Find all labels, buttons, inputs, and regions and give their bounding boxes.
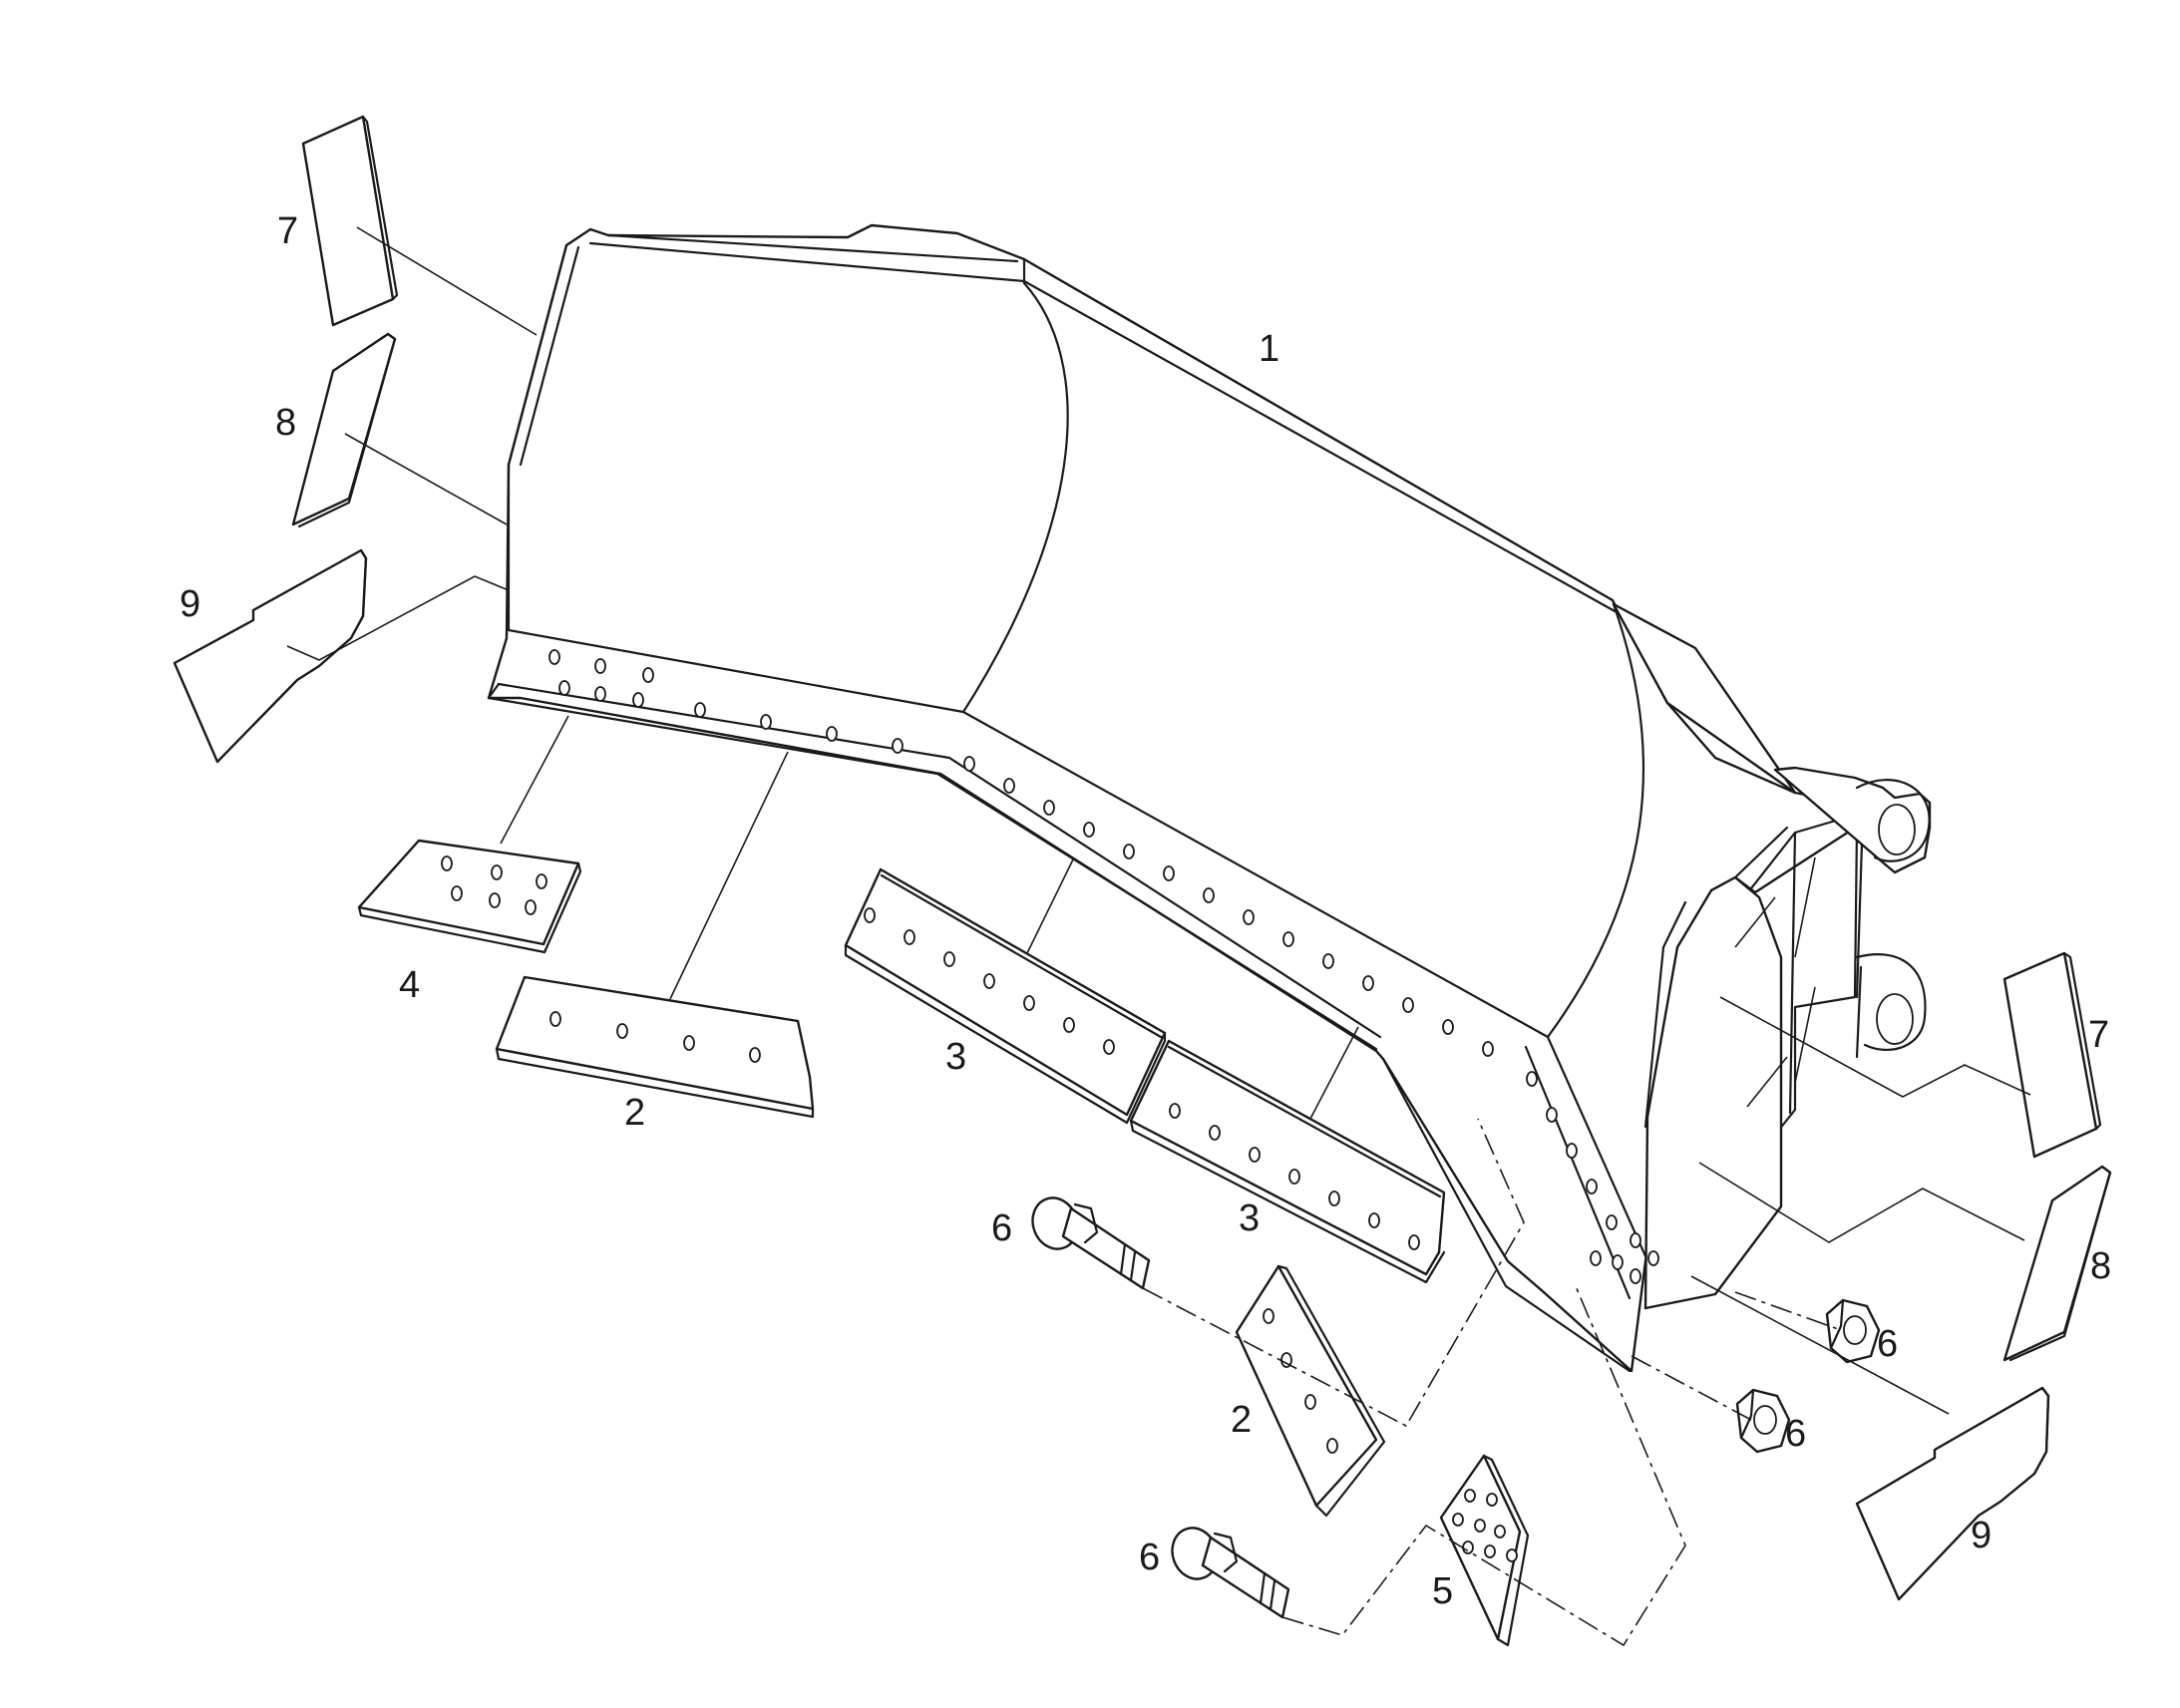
label-part-2-horizontal: 2 [624,1092,645,1134]
center-lines [1142,1118,1842,1647]
wear-plate-7-left [301,115,399,327]
wear-plate-8-right [2002,1165,2112,1362]
label-part-3-right: 3 [1239,1197,1260,1239]
bolt-6-upper [1031,1196,1151,1290]
label-part-8-left: 8 [275,402,296,444]
end-bit-9-right [1855,1386,2050,1601]
cutting-edge-4 [357,839,582,954]
leader-lines [286,226,2031,1415]
label-part-7-right: 7 [2088,1014,2109,1056]
cutting-edge-holes [548,649,1659,1284]
nut-6-lower [1735,1388,1791,1454]
bolt-6-lower [1171,1527,1290,1619]
callout-labels: 1 7 8 9 4 2 3 3 6 2 6 5 6 6 7 8 9 [180,210,2111,1612]
dozer-blade [487,223,1932,1373]
wear-plate-8-left [291,332,397,528]
cutting-edge-2-horizontal [495,975,815,1119]
label-part-5: 5 [1432,1570,1453,1612]
cutting-edge-2-vertical [1235,1264,1386,1518]
cutting-edge-3-right [1129,1039,1446,1284]
label-part-4: 4 [399,964,420,1006]
label-part-2-vertical: 2 [1231,1399,1252,1441]
label-part-1: 1 [1259,328,1279,370]
label-part-6-bolt-lower: 6 [1139,1537,1160,1578]
end-bit-9-left [173,548,368,764]
label-part-9-right: 9 [1971,1515,1992,1556]
label-part-7-left: 7 [277,210,298,252]
cutting-edge-3-left [844,867,1167,1125]
label-part-6-bolt-upper: 6 [991,1207,1012,1249]
end-bit-5 [1439,1454,1530,1647]
wear-plate-7-right [2002,951,2102,1159]
label-part-6-nut-lower: 6 [1785,1413,1806,1455]
label-part-3-left: 3 [945,1036,966,1078]
label-part-6-nut-upper: 6 [1877,1323,1898,1365]
nut-6-upper [1825,1298,1881,1364]
label-part-8-right: 8 [2090,1245,2111,1287]
label-part-9-left: 9 [180,583,200,625]
